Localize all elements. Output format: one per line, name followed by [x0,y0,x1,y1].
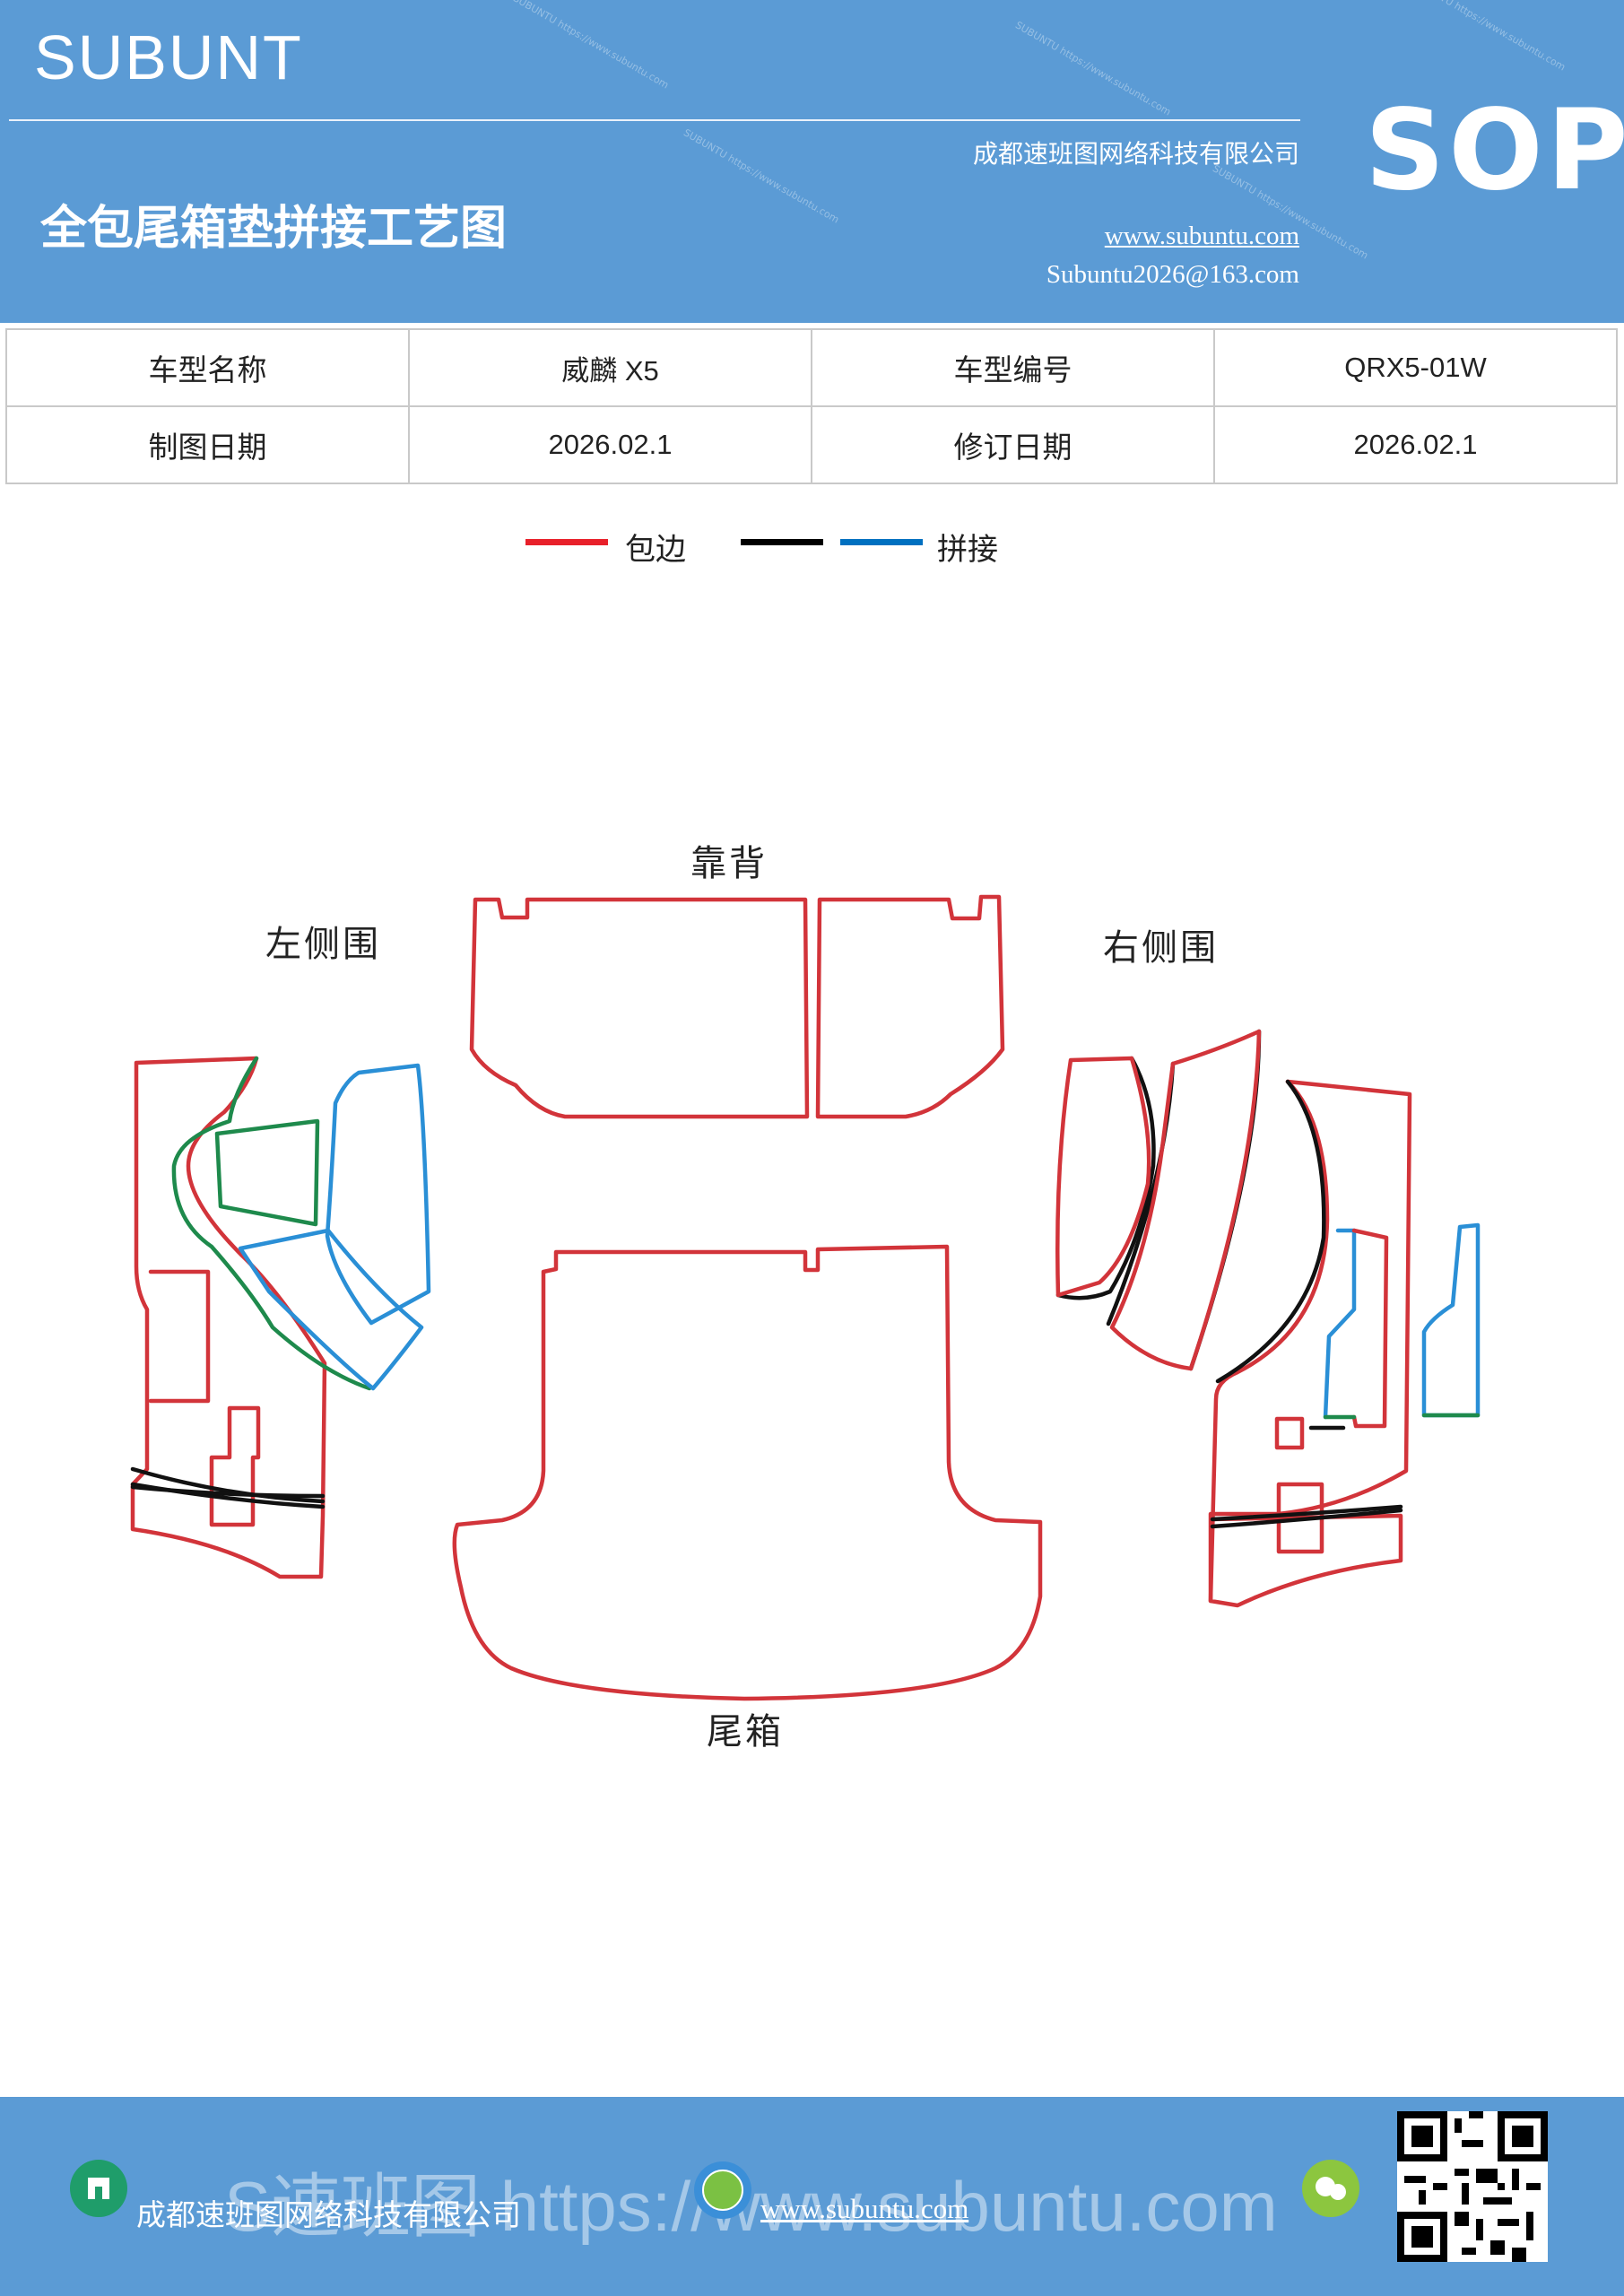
building-icon [70,2160,127,2217]
website-link[interactable]: www.subuntu.com [1104,222,1299,250]
header-divider [9,119,1300,121]
table-cell: 车型编号 [811,328,1215,407]
document-title: 全包尾箱垫拼接工艺图 [40,202,508,256]
right-black-splice-2 [1210,1508,1403,1529]
label-trunk: 尾箱 [707,1711,784,1752]
table-row: 车型名称 威麟 X5 车型编号 QRX5-01W [5,328,1618,407]
right-black-arc-1 [1055,1056,1156,1300]
right-piece-2 [1109,1029,1262,1371]
right-small-piece-2 [1276,1482,1324,1554]
footer-watermark: S速班图 https://www.subuntu.com [224,2167,1278,2246]
table-cell: 车型名称 [5,328,410,407]
watermark: SUBUNTU https://www.subuntu.com [1408,0,1568,74]
left-black-splice-1 [130,1466,326,1504]
table-row: 制图日期 2026.02.1 修订日期 2026.02.1 [5,405,1618,484]
left-blue-piece-3 [238,1228,424,1391]
right-main-panel [1208,1079,1330,1604]
label-backrest: 靠背 [690,843,768,884]
label-right-side: 右侧围 [1103,927,1219,969]
left-green-splice [171,1056,372,1391]
backrest-left-piece [469,897,810,1119]
company-name: 成都速班图网络科技有限公司 [972,139,1299,169]
right-black-splice-1 [1210,1504,1403,1522]
header-banner: SUBUNT 全包尾箱垫拼接工艺图 成都速班图网络科技有限公司 www.subu… [0,0,1624,323]
legend-label-splice: 拼接 [937,532,998,568]
left-small-piece [209,1405,261,1527]
right-small-piece [1274,1416,1305,1450]
watermark: SUBUNTU https://www.subuntu.com [511,0,671,91]
qr-code[interactable] [1397,2111,1548,2262]
right-red-strip-1 [1351,1228,1389,1429]
left-cutout [148,1269,211,1404]
legend-swatch-edge [525,539,608,545]
table-cell: 修订日期 [811,405,1215,484]
right-black-arc-4 [1215,1079,1326,1384]
legend-label-edge: 包边 [625,532,686,568]
right-blue-strip-2 [1421,1222,1481,1418]
table-cell: QRX5-01W [1213,328,1618,407]
footer-company-name: 成都速班图网络科技有限公司 [136,2197,521,2232]
backrest-right-piece [815,894,1005,1119]
legend: 包边 拼接 [0,525,1624,578]
wechat-icon[interactable] [1302,2160,1359,2217]
trunk-floor-piece [452,1244,1043,1701]
legend-swatch-black [741,539,823,545]
left-blue-piece-1 [325,1063,431,1326]
label-left-side: 左侧围 [265,924,381,965]
watermark: SUBUNTU https://www.subuntu.com [682,126,841,226]
legend-swatch-splice [840,539,923,545]
brand-logo-text: SUBUNT [34,22,303,92]
table-cell: 2026.02.1 [1213,405,1618,484]
footer-banner: S速班图 https://www.subuntu.com 成都速班图网络科技有限… [0,2097,1624,2296]
left-green-piece-2 [214,1118,320,1227]
watermark: SUBUNTU https://www.subuntu.com [1013,19,1173,118]
left-black-splice-3 [130,1484,326,1499]
right-black-arc-2 [1106,1061,1176,1326]
globe-icon [694,2161,751,2219]
table-cell: 制图日期 [5,405,410,484]
right-blue-strip-1 [1323,1228,1357,1420]
table-cell: 2026.02.1 [408,405,812,484]
table-cell: 威麟 X5 [408,328,812,407]
email-address[interactable]: Subuntu2026@163.com [1046,260,1299,289]
trunk-mat-diagram [130,894,1481,1701]
left-side-outline [130,1056,327,1579]
right-black-arc-3 [1188,1029,1262,1371]
vehicle-info-table: 车型名称 威麟 X5 车型编号 QRX5-01W 制图日期 2026.02.1 … [5,328,1618,484]
right-side-outline [1208,1079,1412,1608]
sop-badge: SOP [1365,86,1624,215]
footer-website-link[interactable]: www.subuntu.com [760,2193,969,2224]
right-piece-1 [1055,1056,1151,1298]
